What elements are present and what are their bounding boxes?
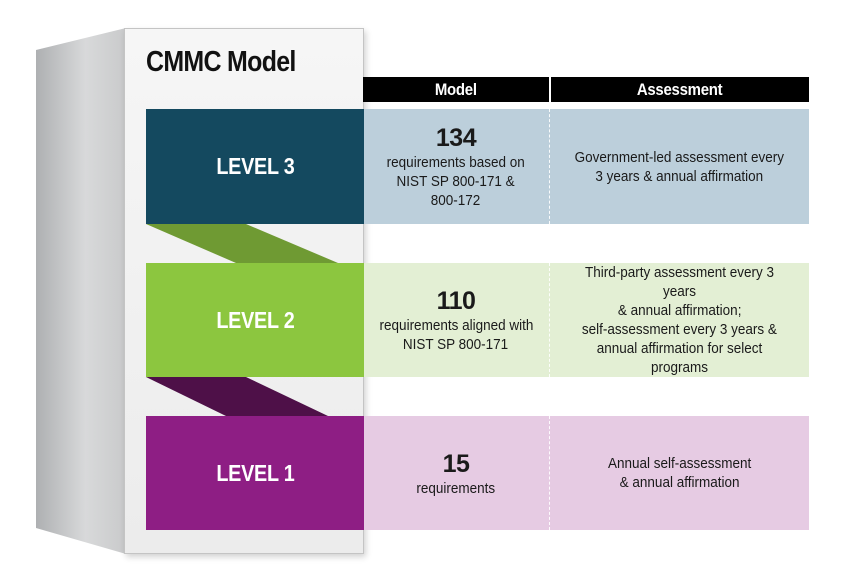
level-2-desc-line-2: NIST SP 800-171 [397,335,514,354]
level-2-assessment-cell: Third-party assessment every 3 years & a… [550,263,809,377]
level-3-model-cell: 134 requirements based on NIST SP 800-17… [363,109,549,224]
connector-level-3-to-2-shape [146,224,338,263]
level-1-assess-line-1: Annual self-assessment [600,454,759,473]
level-2-assess-line-4-text: annual affirmation for select programs [596,340,763,376]
level-2-assess-line-2-text: & annual affirmation; [617,302,742,319]
level-1-assess-line-2-text: & annual affirmation [619,474,740,491]
box-side-panel [36,28,126,554]
column-header-assessment: Assessment [551,77,809,102]
level-1-block: LEVEL 1 [146,416,364,530]
level-3-desc-line-3-text: 800-172 [431,192,481,209]
level-3-desc-line-1-text: requirements based on [386,154,526,171]
level-3-assess-line-1: Government-led assessment every [563,148,796,167]
level-3-assess-line-2-text: 3 years & annual affirmation [595,167,764,185]
level-1-model-cell: 15 requirements [363,416,549,530]
level-2-assess-line-4: annual affirmation for select programs [556,339,803,377]
level-1-assess-line-2: & annual affirmation [600,473,759,492]
column-header-model: Model [363,77,549,102]
level-3-assessment-cell: Government-led assessment every 3 years … [550,109,809,224]
column-header-model-label: Model [435,80,477,99]
level-1-count: 15 [442,449,470,478]
level-1-assessment-cell: Annual self-assessment & annual affirmat… [550,416,809,530]
level-2-divider [549,263,550,377]
level-2-assess-line-3: self-assessment every 3 years & [556,320,803,339]
level-1-desc-line-1-text: requirements [416,479,496,497]
level-3-label: LEVEL 3 [215,153,295,179]
level-1-label: LEVEL 1 [215,459,295,486]
level-1-divider [549,416,550,530]
level-2-block: LEVEL 2 [146,263,364,377]
level-2-desc-line-1-text: requirements aligned with [379,317,533,334]
level-2-model-cell: 110 requirements aligned with NIST SP 80… [363,263,549,377]
level-2-assess-line-3-text: self-assessment every 3 years & [581,321,778,338]
level-2-row: 110 requirements aligned with NIST SP 80… [363,263,809,377]
diagram-title: CMMC Model [146,46,296,78]
level-2-count: 110 [436,287,476,315]
level-1-row: 15 requirements Annual self-assessment &… [363,416,809,530]
connector-level-2-to-1-shape [146,377,328,416]
level-3-desc-line-2-text: NIST SP 800-171 & [396,173,516,190]
level-2-desc-line-1: requirements aligned with [371,316,542,335]
level-3-desc-line-3: 800-172 [428,191,483,210]
level-3-desc-line-1: requirements based on [379,153,532,172]
connector-level-2-to-1 [146,377,328,416]
level-2-assess-line-1-text: Third-party assessment every 3 years [584,264,775,300]
level-2-label: LEVEL 2 [215,306,295,333]
level-1-assess-line-1-text: Annual self-assessment [607,455,752,472]
level-3-row: 134 requirements based on NIST SP 800-17… [363,109,809,224]
connector-level-3-to-2 [146,224,338,263]
column-header-assessment-label: Assessment [637,80,723,99]
level-2-assess-line-2: & annual affirmation; [556,301,803,320]
level-3-assess-line-1-text: Government-led assessment every [574,148,785,166]
level-3-count: 134 [435,124,477,152]
level-3-divider [549,109,550,224]
level-2-desc-line-2-text: NIST SP 800-171 [403,336,509,353]
level-3-block: LEVEL 3 [146,109,364,224]
level-2-assess-line-1: Third-party assessment every 3 years [556,263,803,301]
level-1-desc-line-1: requirements [412,479,500,498]
level-3-assess-line-2: 3 years & annual affirmation [563,167,796,186]
level-3-desc-line-2: NIST SP 800-171 & [390,172,521,191]
